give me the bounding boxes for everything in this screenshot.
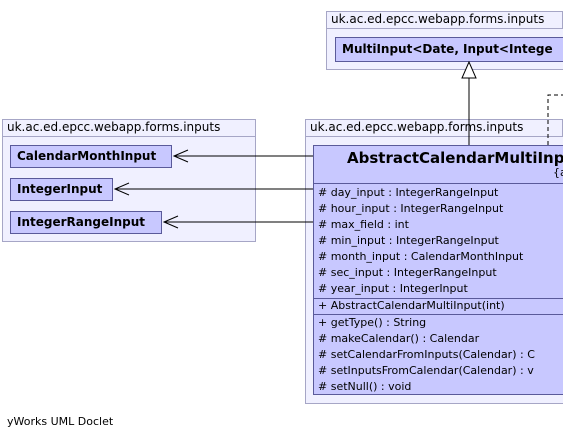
- footer-credit: yWorks UML Doclet: [7, 415, 114, 428]
- class-integer-range-input-label: IntegerRangeInput: [17, 215, 146, 229]
- method-set-inputs-from-calendar: # setInputsFromCalendar(Calendar) : v: [318, 364, 534, 377]
- package-tab-left: uk.ac.ed.epcc.webapp.forms.inputs: [2, 119, 256, 137]
- field-min-input: # min_input : IntegerRangeInput: [318, 234, 499, 247]
- package-tab-main: uk.ac.ed.epcc.webapp.forms.inputs: [305, 119, 563, 137]
- field-sec-input: # sec_input : IntegerRangeInput: [318, 266, 497, 279]
- field-max-field: # max_field : int: [318, 218, 409, 231]
- class-multi-input[interactable]: MultiInput<Date, Input<Intege: [335, 37, 563, 62]
- association-arrowhead-integer-range-input: [162, 215, 179, 229]
- method-set-null: # setNull() : void: [318, 380, 412, 393]
- field-month-input: # month_input : CalendarMonthInput: [318, 250, 524, 263]
- class-calendar-month-input[interactable]: CalendarMonthInput: [10, 145, 172, 168]
- package-name-main: uk.ac.ed.epcc.webapp.forms.inputs: [310, 120, 524, 134]
- field-hour-input: # hour_input : IntegerRangeInput: [318, 202, 504, 215]
- package-tab-top: uk.ac.ed.epcc.webapp.forms.inputs: [326, 11, 563, 29]
- package-name-left: uk.ac.ed.epcc.webapp.forms.inputs: [7, 120, 221, 134]
- class-calendar-month-input-label: CalendarMonthInput: [17, 149, 157, 163]
- method-make-calendar: # makeCalendar() : Calendar: [318, 332, 480, 345]
- class-multi-input-label: MultiInput<Date, Input<Intege: [342, 42, 553, 56]
- methods-separator: [314, 314, 563, 315]
- class-integer-range-input[interactable]: IntegerRangeInput: [10, 211, 162, 234]
- class-integer-input-label: IntegerInput: [17, 182, 103, 196]
- constructor-abstract-calendar-multi-input: + AbstractCalendarMultiInput(int): [318, 299, 505, 312]
- dependency-dashed-line: [547, 94, 563, 145]
- method-set-calendar-from-inputs: # setCalendarFromInputs(Calendar) : C: [318, 348, 535, 361]
- class-integer-input[interactable]: IntegerInput: [10, 178, 113, 201]
- constructors-separator: [314, 298, 563, 299]
- main-class-stereotype: {a: [553, 166, 563, 179]
- method-get-type: + getType() : String: [318, 316, 427, 329]
- field-day-input: # day_input : IntegerRangeInput: [318, 186, 499, 199]
- field-year-input: # year_input : IntegerInput: [318, 282, 468, 295]
- package-name-top: uk.ac.ed.epcc.webapp.forms.inputs: [331, 12, 545, 26]
- association-arrowhead-integer-input: [113, 182, 130, 196]
- association-arrowhead-calendar-month-input: [172, 149, 189, 163]
- main-class-title: AbstractCalendarMultiInp: [347, 149, 563, 167]
- generalization-arrowhead: [461, 60, 477, 79]
- class-abstract-calendar-multi-input[interactable]: AbstractCalendarMultiInp {a # day_input …: [313, 145, 563, 395]
- fields-separator: [314, 183, 563, 184]
